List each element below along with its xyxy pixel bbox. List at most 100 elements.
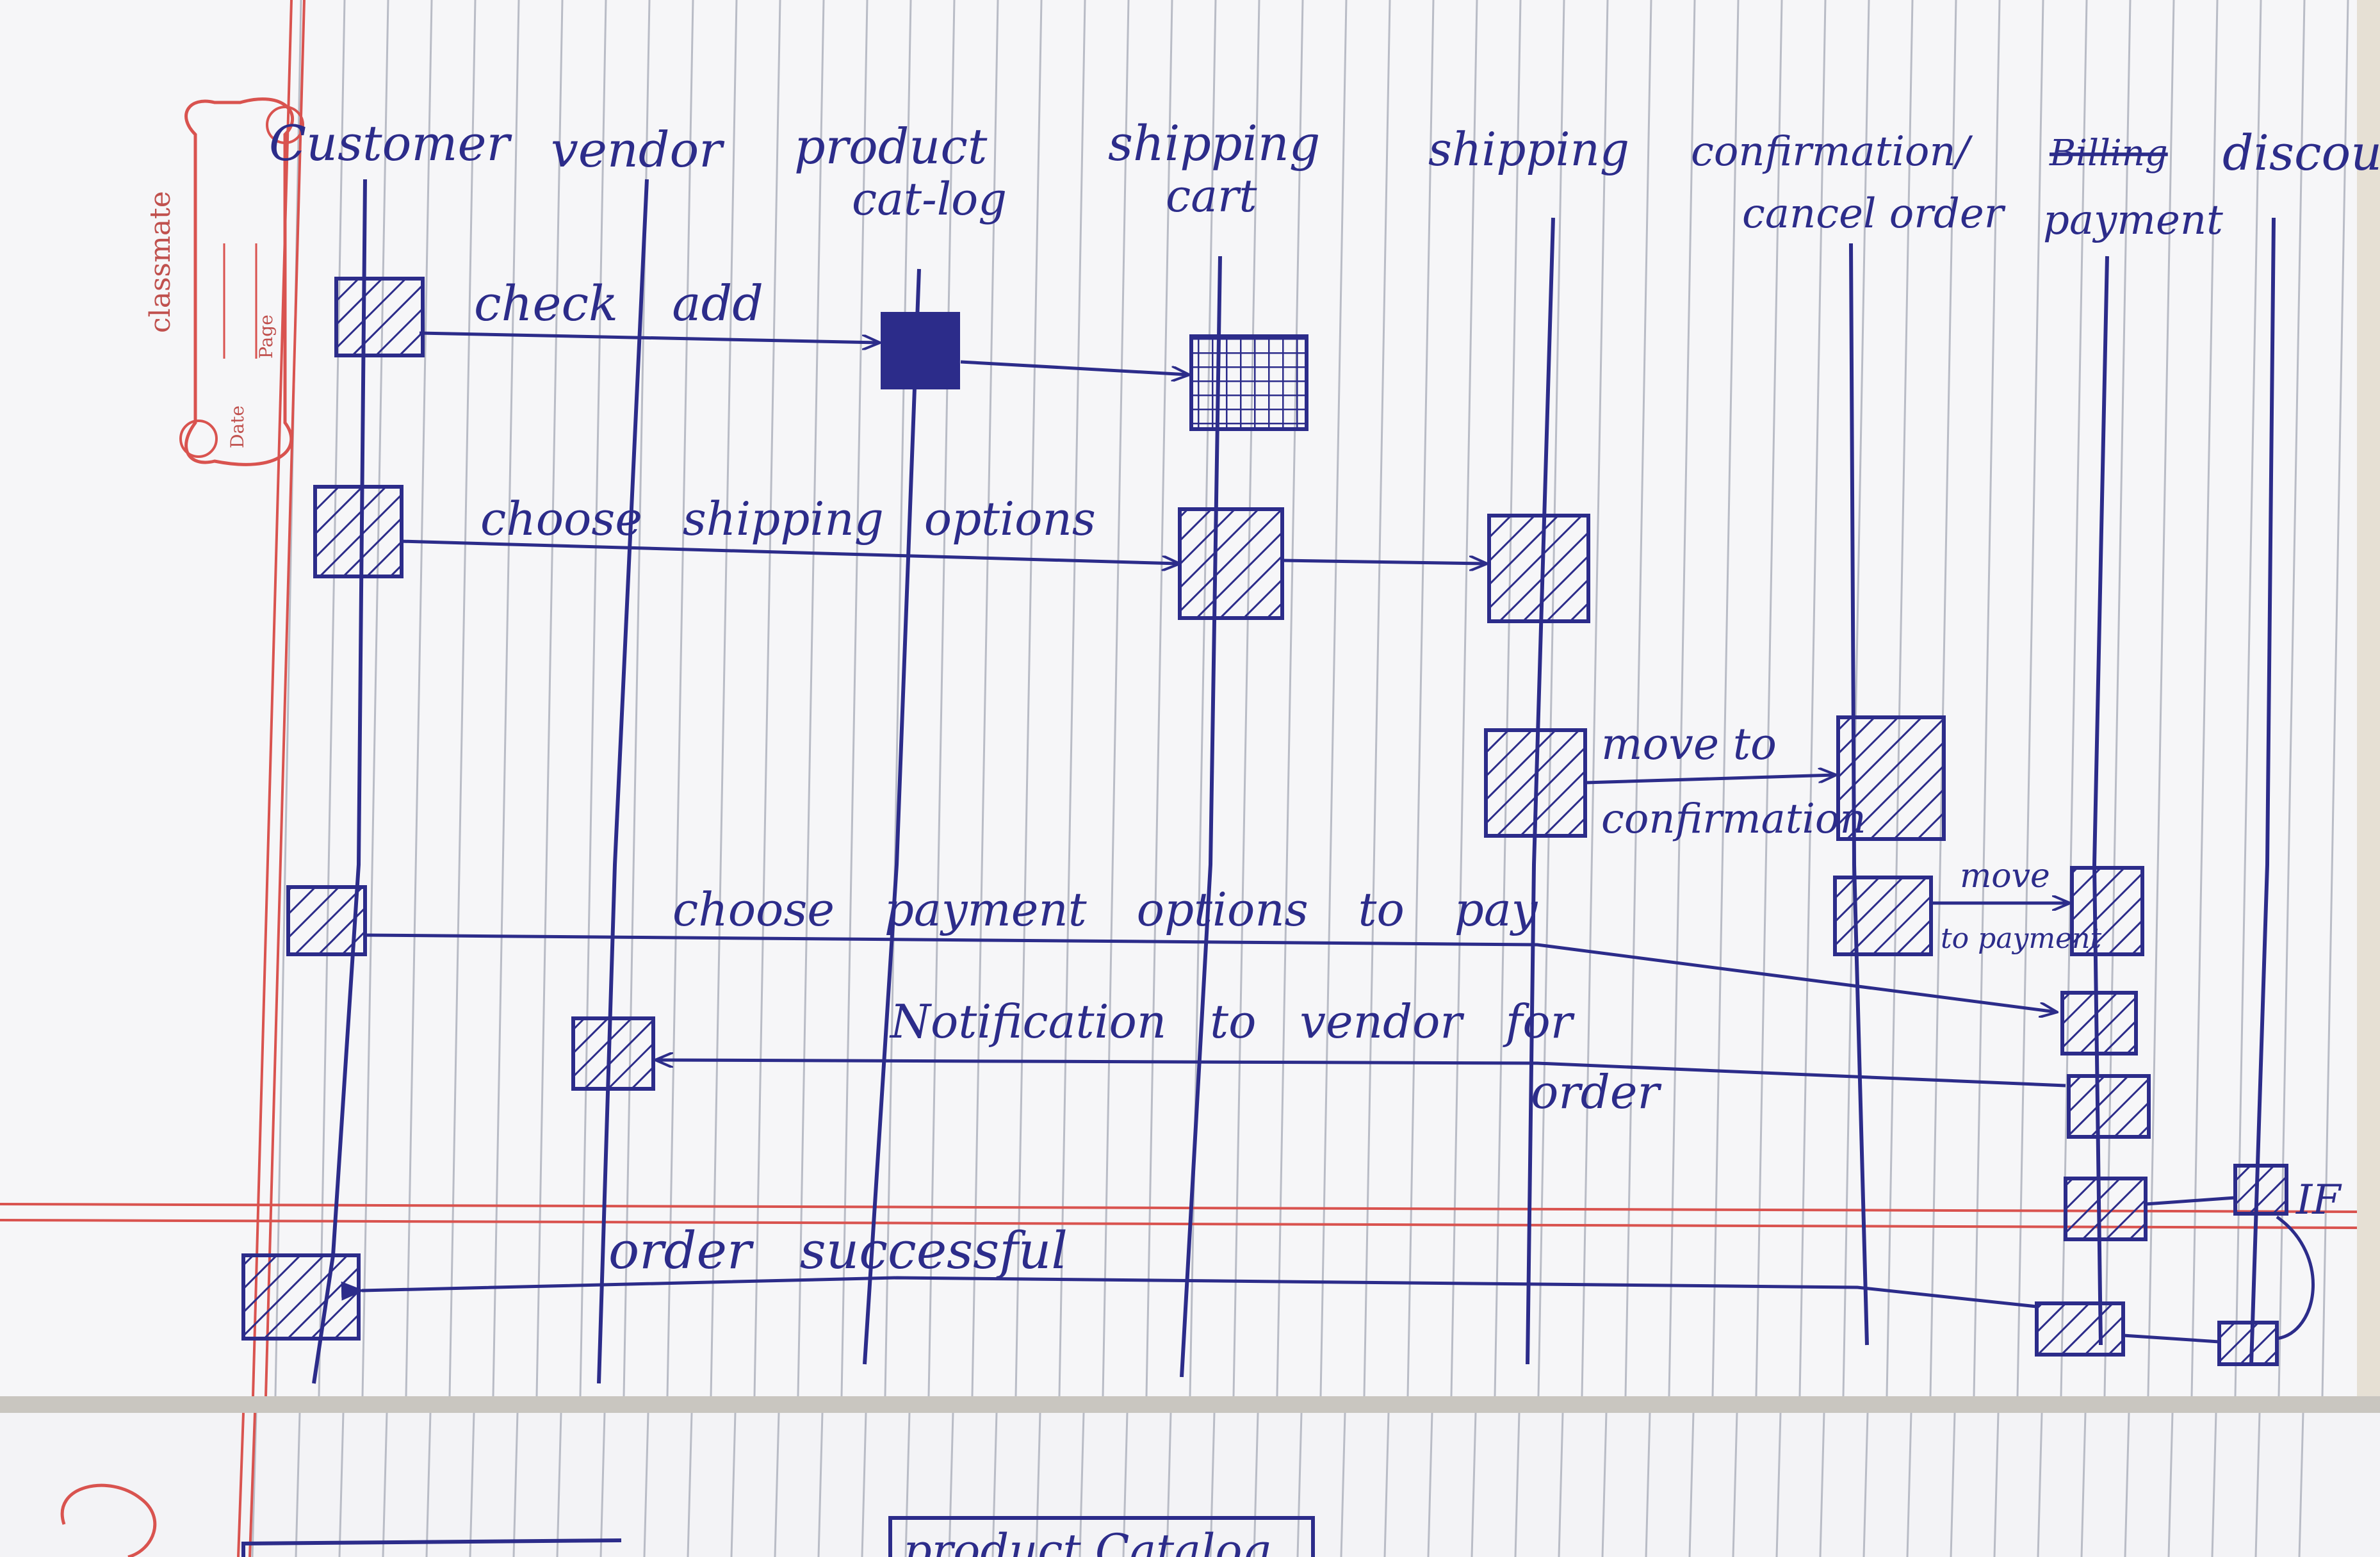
date-label: Date <box>227 405 248 448</box>
ruled-line <box>861 1412 867 1557</box>
lifeline-label-vendor: vendor <box>551 121 725 178</box>
ruled-line <box>556 1412 562 1557</box>
ruled-line <box>1775 1412 1782 1557</box>
message-labels: check add choose shipping options move t… <box>474 275 2342 1280</box>
ruled-line <box>1886 0 1914 1397</box>
messages <box>341 331 2315 1344</box>
lifeline-label-catalog: product <box>794 118 988 175</box>
activation-payment-2 <box>2060 991 2138 1056</box>
ruled-line <box>1906 1412 1912 1557</box>
ruled-line <box>1645 1412 1651 1557</box>
ruled-line <box>991 1412 998 1557</box>
message-label-m8-line2: order <box>1531 1065 1661 1119</box>
ruled-line <box>1711 0 1740 1397</box>
ruled-line <box>753 0 781 1397</box>
ruled-line <box>2190 0 2219 1397</box>
ruled-line <box>948 1412 954 1557</box>
ruled-line <box>535 0 564 1397</box>
lifeline-cart <box>1180 256 1222 1378</box>
activation-payment-1 <box>2070 866 2144 956</box>
message-label-m9: IF <box>2295 1177 2342 1224</box>
message-label-m10: order successful <box>608 1221 1068 1280</box>
next-page-preview: product Catalog <box>60 1483 1315 1557</box>
message-arrow-m8 <box>656 1060 2066 1088</box>
lifeline-label-customer: Customer <box>269 115 512 172</box>
ruled-line <box>2278 0 2306 1397</box>
ruled-line <box>1950 1412 1956 1557</box>
ruled-line <box>884 0 912 1397</box>
ruled-line <box>2016 0 2044 1397</box>
ruled-line <box>904 1412 911 1557</box>
activation-confirm-1 <box>1836 715 1946 841</box>
ruled-line <box>361 0 389 1397</box>
ruled-line <box>492 0 520 1397</box>
activation-customer-2 <box>313 485 403 578</box>
activation-vendor-1 <box>571 1016 655 1091</box>
ruled-line <box>1406 0 1435 1397</box>
ruled-line <box>425 1412 432 1557</box>
ruled-line <box>382 1412 388 1557</box>
paper-sheet-lower <box>0 1409 2380 1557</box>
ruled-line <box>1471 1412 1477 1557</box>
activation-customer-1 <box>334 277 425 357</box>
lifeline-label-cart: shipping <box>1108 115 1320 172</box>
ruled-line <box>1079 1412 1085 1557</box>
ruled-line <box>579 0 607 1397</box>
ruled-line <box>2321 0 2349 1397</box>
ruled-line <box>730 1412 737 1557</box>
ruled-line <box>1581 0 1609 1397</box>
ruled-line <box>1253 1412 1259 1557</box>
ruled-line <box>2167 1412 2174 1557</box>
activation-shipping-1 <box>1487 514 1590 623</box>
activation-shipping-2 <box>1484 728 1587 838</box>
ruled-line <box>448 0 477 1397</box>
ruled-line <box>1755 0 1783 1397</box>
brand-name: classmate <box>144 191 177 333</box>
ruled-line <box>2234 0 2262 1397</box>
message-label-m5-line2: confirmation <box>1601 795 1866 843</box>
ruled-line <box>797 0 825 1397</box>
ruled-line <box>971 0 999 1397</box>
lifeline-label-confirm-line2: cancel order <box>1742 190 2006 238</box>
ruled-line <box>1122 1412 1129 1557</box>
ruled-line <box>1232 0 1260 1397</box>
message-arrow-m2 <box>960 360 1188 375</box>
ruled-line <box>840 0 868 1397</box>
ruled-line <box>599 1412 606 1557</box>
message-arrow-m1 <box>419 331 879 343</box>
lifeline-label-catalog-line2: cat-log <box>852 173 1007 225</box>
message-arrow-m5 <box>1585 775 1835 785</box>
ruled-line <box>1819 1412 1825 1557</box>
activation-customer-3 <box>286 885 367 956</box>
classmate-logo: classmate Date Page <box>144 97 304 466</box>
ruled-line <box>2080 1412 2087 1557</box>
lifeline-label-cart-line2: cart <box>1166 170 1257 222</box>
ruled-line <box>1166 1412 1172 1557</box>
ruled-line <box>1798 0 1827 1397</box>
lifeline-headers: Customer vendor product cat-log shipping… <box>269 115 2380 244</box>
page-label: Page <box>256 314 277 359</box>
ruled-line <box>2147 0 2175 1397</box>
message-label-m3: choose shipping options <box>480 492 1096 546</box>
ruled-line <box>1514 1412 1520 1557</box>
ruled-line <box>2298 1412 2304 1557</box>
activation-catalog-1 <box>881 312 960 389</box>
message-label-m1: check add <box>474 275 763 332</box>
activation-boxes <box>241 277 2288 1366</box>
lifeline-shipping <box>1526 217 1555 1365</box>
activation-discount-1 <box>2233 1164 2288 1216</box>
ruled-line <box>1296 1412 1303 1557</box>
ruled-line <box>1732 1412 1738 1557</box>
message-arrow-m10 <box>341 1276 2037 1308</box>
ruled-line <box>1558 1412 1564 1557</box>
ruled-line <box>1842 0 1870 1397</box>
ruled-line <box>338 1412 345 1557</box>
ruled-line <box>2124 1412 2130 1557</box>
ruled-line <box>469 1412 475 1557</box>
ruled-line <box>1862 1412 1869 1557</box>
ruled-line <box>927 0 956 1397</box>
ruled-line <box>1494 0 1522 1397</box>
ruled-line <box>1015 0 1043 1397</box>
ruled-line <box>666 0 694 1397</box>
ruled-line <box>1276 0 1304 1397</box>
